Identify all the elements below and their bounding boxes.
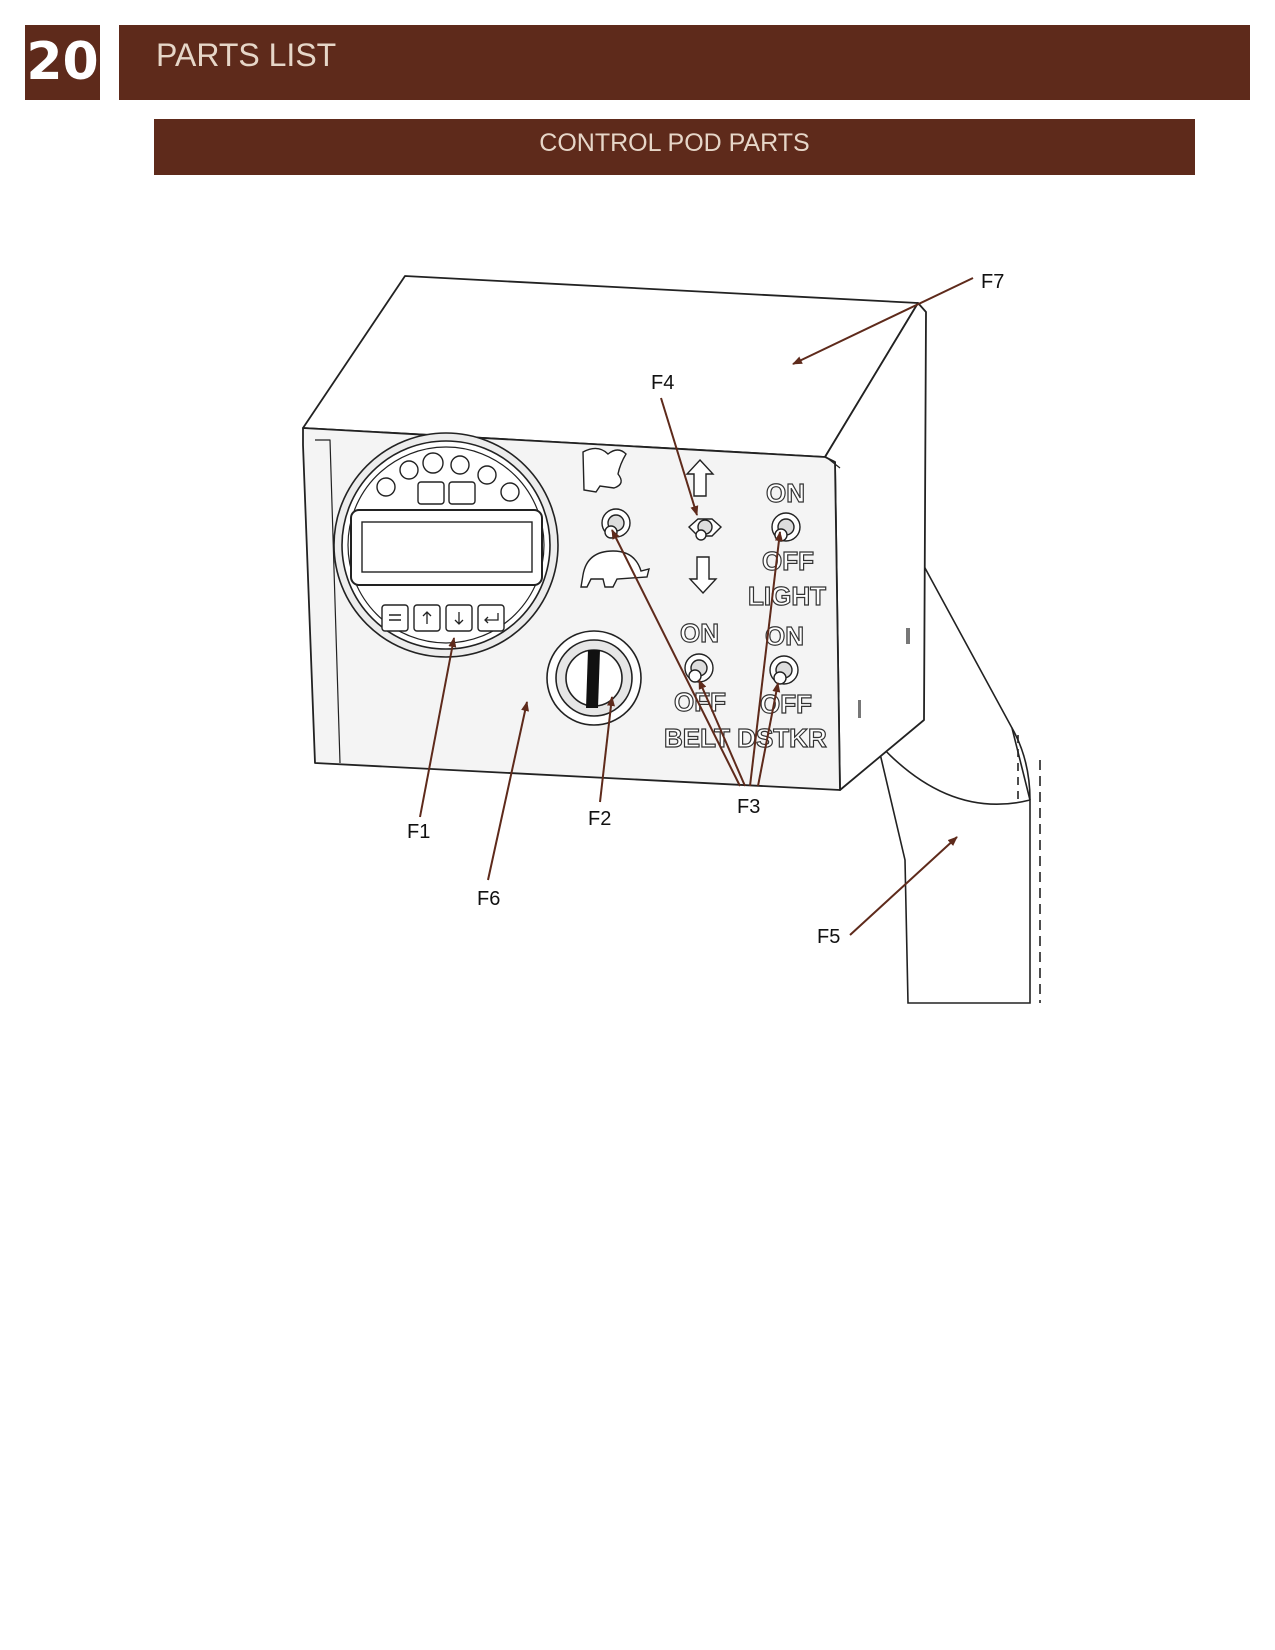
section-bar: CONTROL POD PARTS [154,119,1195,175]
leader-f3d [757,682,781,787]
header-title: PARTS LIST [156,37,337,73]
leader-f3a [611,529,741,787]
callout-labels: F1 F2 F3 F4 F5 F6 F7 [407,271,1004,948]
leader-lines [419,277,974,936]
leader-f2 [599,696,615,803]
callout-f2: F2 [588,808,611,830]
indicator-lights [376,452,520,505]
callout-f3: F3 [737,796,760,818]
arrow-down-icon [688,556,718,595]
destacker-toggle [769,655,799,685]
panel-lettering: ON OFF LIGHT ON OFF ON OFF BELT DSTKR [663,477,827,753]
leader-f6 [487,701,529,881]
page-number: 20 [25,25,100,100]
dstkr-off-label: OFF [760,689,812,719]
turtle-icon [580,550,650,588]
leader-f3c [749,531,783,787]
callout-f6: F6 [477,888,500,910]
header-bar: PARTS LIST [119,25,1250,100]
dstkr-on-label: ON [765,621,804,651]
section-title: CONTROL POD PARTS [539,129,810,157]
callout-f7: F7 [981,271,1004,293]
callout-f4: F4 [651,372,674,394]
belt-toggle [684,653,714,683]
leader-f7 [792,277,974,365]
arrow-up-icon [685,458,715,497]
ignition-key-switch [546,630,642,726]
light-toggle [771,512,801,542]
belt-off-label: OFF [674,687,726,717]
belt-on-label: ON [680,618,719,648]
rabbit-icon [582,447,627,493]
display-module [333,432,559,658]
belt-dstkr-label: BELT DSTKR [664,723,827,753]
leader-f1 [419,637,457,818]
light-on-label: ON [766,478,805,508]
light-name-label: LIGHT [748,581,826,611]
leader-f4 [660,397,699,516]
raise-lower-toggle [685,458,723,595]
leader-f3b [698,679,746,787]
light-off-label: OFF [762,546,814,576]
leader-f5 [849,836,958,936]
callout-f5: F5 [817,926,840,948]
callout-f1: F1 [407,821,430,843]
